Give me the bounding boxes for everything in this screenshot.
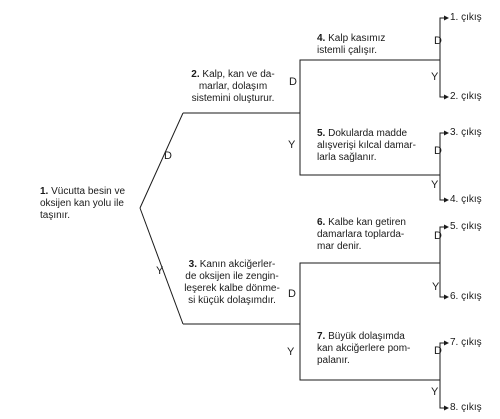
branch-label-y-4: Y bbox=[431, 71, 439, 83]
statement-6: 6. Kalbe kan getiren damarlara toplarda-… bbox=[317, 217, 406, 253]
branch-s1-d bbox=[139, 112, 184, 209]
statement-2-number: 2. bbox=[191, 69, 200, 80]
statement-6-line-2: damarlara toplarda- bbox=[317, 229, 405, 240]
statement-5-line-1: Dokularda madde bbox=[328, 128, 408, 139]
outcome-2: 2. çıkış bbox=[450, 91, 482, 102]
branch-label-y-3: Y bbox=[287, 346, 295, 358]
statement-3-number: 3. bbox=[188, 259, 197, 270]
branch-label-d-4: D bbox=[434, 35, 442, 47]
branch-label-d-6: D bbox=[434, 230, 442, 242]
statement-4-line-1: Kalp kasımız bbox=[328, 33, 386, 44]
branch-label-y-2: Y bbox=[288, 139, 296, 151]
statement-5-number: 5. bbox=[317, 128, 326, 139]
statement-7-line-3: palanır. bbox=[317, 355, 350, 366]
arrow-head-1 bbox=[444, 15, 449, 21]
statement-6-line-1: Kalbe kan getiren bbox=[328, 217, 406, 228]
statement-2: 2. Kalp, kan ve da- marlar, dolaşım sist… bbox=[180, 69, 286, 105]
branch-label-d-7: D bbox=[434, 345, 442, 357]
statement-7-line-1: Büyük dolaşımda bbox=[328, 331, 405, 342]
branch-label-d-1: D bbox=[164, 150, 172, 162]
branch-label-d-2: D bbox=[289, 76, 297, 88]
statement-5-line-3: larla sağlanır. bbox=[317, 152, 377, 163]
outcome-5: 5. çıkış bbox=[450, 221, 482, 232]
statement-7-number: 7. bbox=[317, 331, 326, 342]
statement-3-line-3: leşerek kalbe dönme- bbox=[184, 283, 280, 294]
branch-s3-y bbox=[299, 324, 440, 381]
branch-label-y-5: Y bbox=[431, 179, 439, 191]
branch-label-d-5: D bbox=[434, 145, 442, 157]
outcome-3: 3. çıkış bbox=[450, 127, 482, 138]
statement-4-line-2: istemli çalışır. bbox=[317, 45, 378, 56]
statement-2-line-3: sistemini oluşturur. bbox=[191, 93, 275, 104]
statement-3-line-2: de oksijen ile zengin- bbox=[185, 271, 279, 282]
branch-s2-d bbox=[183, 59, 440, 114]
statement-1-number: 1. bbox=[40, 186, 49, 197]
arrow-head-8 bbox=[444, 405, 449, 411]
statement-2-line-2: marlar, dolaşım bbox=[198, 81, 268, 92]
statement-2-line-1: Kalp, kan ve da- bbox=[202, 69, 275, 80]
branch-label-y-6: Y bbox=[432, 281, 440, 293]
branch-s3-d bbox=[183, 262, 440, 325]
branch-s5-y bbox=[439, 175, 448, 201]
outcome-4: 4. çıkış bbox=[450, 194, 482, 205]
branch-label-d-3: D bbox=[288, 288, 296, 300]
statement-5-line-2: alışverişi kılcal damar- bbox=[317, 140, 416, 151]
outcome-8: 8. çıkış bbox=[450, 402, 482, 413]
outcome-6: 6. çıkış bbox=[450, 291, 482, 302]
branch-s7-y bbox=[439, 380, 448, 409]
statement-5: 5. Dokularda madde alışverişi kılcal dam… bbox=[317, 128, 416, 164]
statement-1-line-3: taşınır. bbox=[40, 210, 71, 221]
arrow-head-2 bbox=[444, 94, 449, 100]
arrow-head-7 bbox=[444, 340, 449, 346]
branch-s1-y bbox=[139, 207, 184, 325]
statement-7-line-2: kan akciğerlere pom- bbox=[317, 343, 411, 354]
outcome-1: 1. çıkış bbox=[450, 12, 482, 23]
arrow-head-6 bbox=[444, 294, 449, 300]
statement-1-line-2: oksijen kan yolu ile bbox=[40, 198, 124, 209]
statement-7: 7. Büyük dolaşımda kan akciğerlere pom- … bbox=[317, 331, 410, 367]
arrow-head-3 bbox=[444, 130, 449, 136]
statement-3-line-1: Kanın akciğerler- bbox=[199, 259, 276, 270]
branch-label-y-7: Y bbox=[431, 386, 439, 398]
statement-4: 4. Kalp kasımız istemli çalışır. bbox=[317, 33, 385, 57]
statement-6-line-3: mar denir. bbox=[317, 241, 362, 252]
branch-label-y-1: Y bbox=[156, 265, 164, 277]
statement-6-number: 6. bbox=[317, 217, 326, 228]
branch-s2-y bbox=[299, 113, 440, 176]
statement-4-number: 4. bbox=[317, 33, 326, 44]
arrow-head-4 bbox=[444, 197, 449, 203]
statement-3-line-4: si küçük dolaşımdır. bbox=[188, 295, 276, 306]
statement-1-line-1: Vücutta besin ve bbox=[51, 186, 126, 197]
outcome-7: 7. çıkış bbox=[450, 337, 482, 348]
statement-3: 3. Kanın akciğerler- de oksijen ile zeng… bbox=[176, 259, 288, 307]
branch-s6-y bbox=[439, 263, 448, 298]
arrow-head-5 bbox=[444, 224, 449, 230]
statement-1: 1. Vücutta besin ve oksijen kan yolu ile… bbox=[40, 186, 125, 222]
branch-s4-y bbox=[439, 60, 448, 98]
